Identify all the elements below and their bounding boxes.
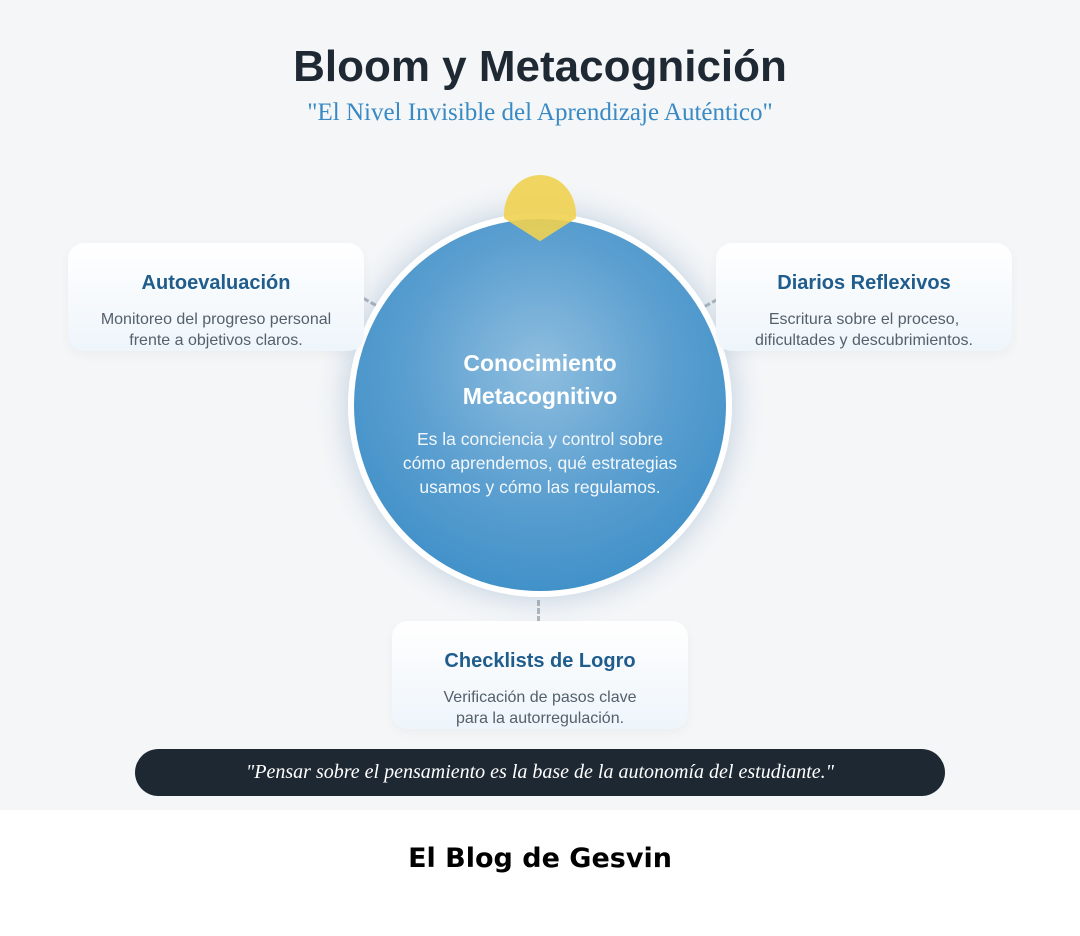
central-description: Es la conciencia y control sobre cómo ap… [402,429,678,497]
infographic: Bloom y Metacognición "El Nivel Invisibl… [0,0,1080,810]
page-subtitle: "El Nivel Invisible del Aprendizaje Auté… [307,99,773,126]
page-title: Bloom y Metacognición [293,42,787,91]
connector-bottom [537,600,540,622]
footer-brand: El Blog de Gesvin [408,843,672,874]
quote-banner: "Pensar sobre el pensamiento es la base … [135,749,945,796]
